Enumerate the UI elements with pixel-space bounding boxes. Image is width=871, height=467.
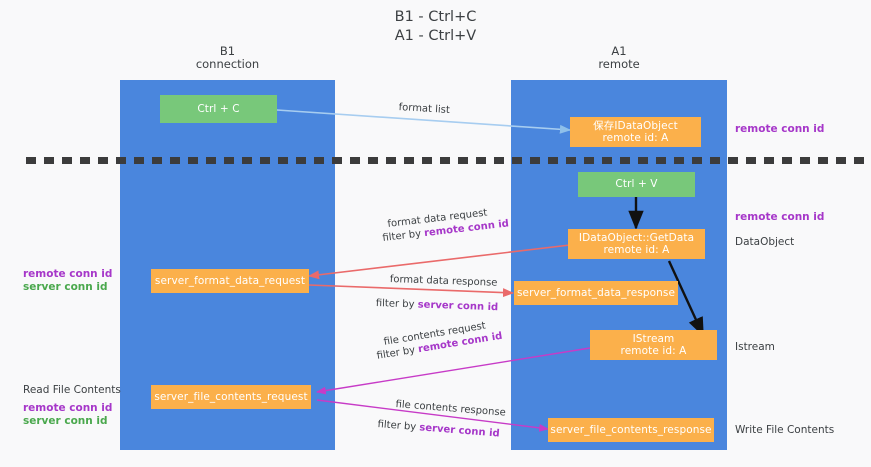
annotation-left-lower-server-conn-id: server conn id bbox=[23, 415, 108, 427]
annotation-left-lower-remote-conn-id: remote conn id bbox=[23, 402, 113, 414]
annotation-right-istream: Istream bbox=[735, 341, 775, 353]
filter-prefix: filter by bbox=[377, 419, 420, 434]
annotation-left-server-conn-id: server conn id bbox=[23, 281, 108, 293]
filter-key-server-conn-id: server conn id bbox=[417, 299, 499, 314]
annotation-right-mid-remote-conn-id: remote conn id bbox=[735, 211, 825, 223]
annotation-right-write-file-contents: Write File Contents bbox=[735, 424, 835, 436]
node-server-file-contents-request[interactable]: server_file_contents_request bbox=[151, 385, 311, 409]
column-header-b1: B1 connection bbox=[195, 44, 260, 71]
edge-label-format-data-response: format data response bbox=[389, 274, 498, 289]
node-server-format-data-request[interactable]: server_format_data_request bbox=[151, 269, 309, 293]
filter-key-server-conn-id: server conn id bbox=[418, 422, 500, 440]
node-ctrl-c[interactable]: Ctrl + C bbox=[160, 95, 277, 123]
node-istream[interactable]: IStream remote id: A bbox=[590, 330, 717, 360]
annotation-right-dataobject: DataObject bbox=[735, 236, 795, 248]
diagram-title: B1 - Ctrl+C A1 - Ctrl+V bbox=[394, 9, 477, 44]
edge-label-format-list: format list bbox=[398, 102, 451, 117]
edge-label-file-contents-response: file contents response bbox=[395, 399, 507, 419]
node-idataobject-getdata[interactable]: IDataObject::GetData remote id: A bbox=[568, 229, 705, 259]
annotation-left-read-file-contents: Read File Contents bbox=[23, 384, 121, 396]
node-server-format-data-response[interactable]: server_format_data_response bbox=[514, 281, 678, 305]
node-save-idataobject[interactable]: 保存IDataObject remote id: A bbox=[570, 117, 701, 147]
edge-label-format-data-response-filter: filter by server conn id bbox=[376, 298, 499, 313]
column-header-a1: A1 remote bbox=[598, 44, 640, 71]
node-server-file-contents-response[interactable]: server_file_contents_response bbox=[548, 418, 714, 442]
node-ctrl-v[interactable]: Ctrl + V bbox=[578, 172, 695, 197]
annotation-left-remote-conn-id: remote conn id bbox=[23, 268, 113, 280]
filter-prefix: filter by bbox=[375, 298, 418, 311]
edge-label-file-contents-response-filter: filter by server conn id bbox=[377, 419, 500, 440]
filter-prefix: filter by bbox=[382, 228, 425, 244]
filter-prefix: filter by bbox=[376, 344, 420, 362]
annotation-right-top-remote-conn-id: remote conn id bbox=[735, 123, 825, 135]
